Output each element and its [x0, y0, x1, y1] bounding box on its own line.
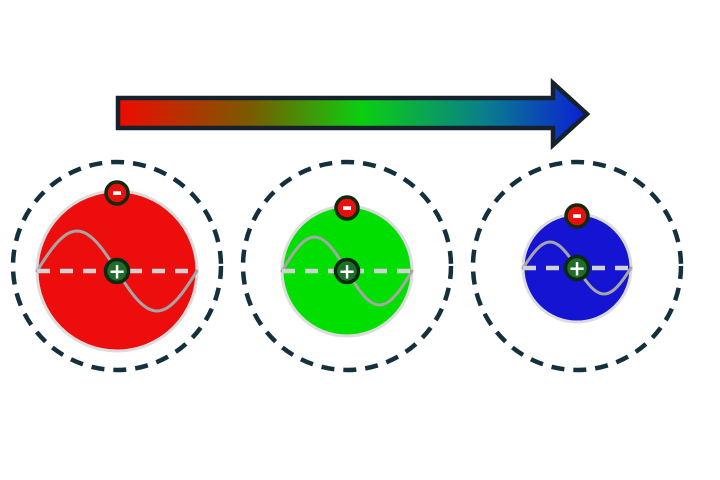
blue-atom-nucleus [563, 254, 591, 282]
blue-atom-electron [564, 203, 590, 229]
green-atom: +- [240, 159, 454, 373]
green-atom-electron [334, 195, 360, 221]
blue-atom: +- [470, 159, 684, 373]
red-atom-electron-minus-label: - [112, 178, 123, 208]
green-atom-nucleus-plus-label: + [338, 260, 356, 284]
red-atom-nucleus [103, 257, 131, 285]
red-atom-orbit-circle [10, 159, 224, 373]
green-atom-nucleus [333, 257, 361, 285]
green-atom-electron-minus-label: - [342, 193, 353, 223]
green-atom-orbit-circle [240, 159, 454, 373]
rainbow-gradient-arrow [115, 77, 591, 151]
blue-atom-electron-minus-label: - [572, 201, 583, 231]
red-atom-nucleus-plus-label: + [108, 260, 126, 284]
red-atom: +- [10, 159, 224, 373]
red-atom-electron [104, 180, 130, 206]
blue-atom-nucleus-plus-label: + [568, 257, 586, 281]
blue-atom-orbit-circle [470, 159, 684, 373]
